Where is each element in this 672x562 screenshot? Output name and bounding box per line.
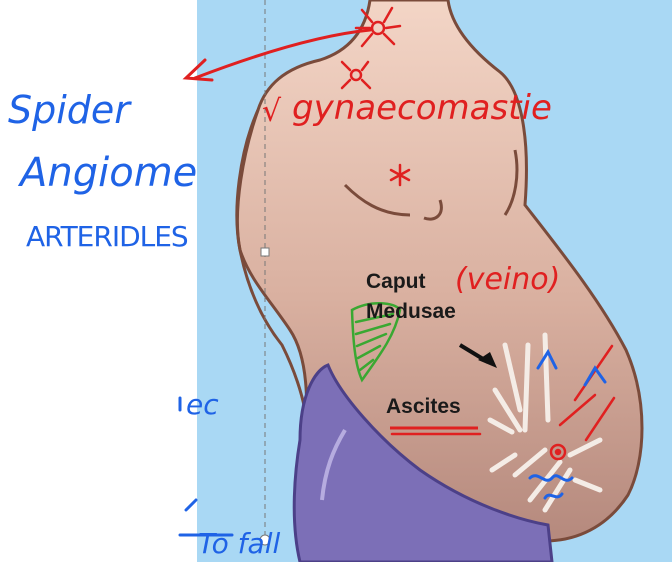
partial-left-annotation: ec (186, 388, 219, 421)
caput-label: Caput (366, 270, 426, 294)
medusae-label: Medusae (366, 300, 456, 324)
gynaecomastie-annotation: gynaecomastie (292, 88, 552, 128)
selection-handle-mid[interactable] (261, 248, 269, 256)
veins-annotation: (veino) (455, 262, 560, 297)
angiome-annotation: Angiome (20, 150, 197, 196)
arterioles-annotation: ARTERIDLES (26, 220, 188, 253)
ascites-label: Ascites (386, 395, 461, 419)
partial-bottom-annotation: To fall (198, 527, 280, 560)
spider-annotation: Spider (8, 88, 130, 132)
check-mark: √ (262, 94, 281, 129)
